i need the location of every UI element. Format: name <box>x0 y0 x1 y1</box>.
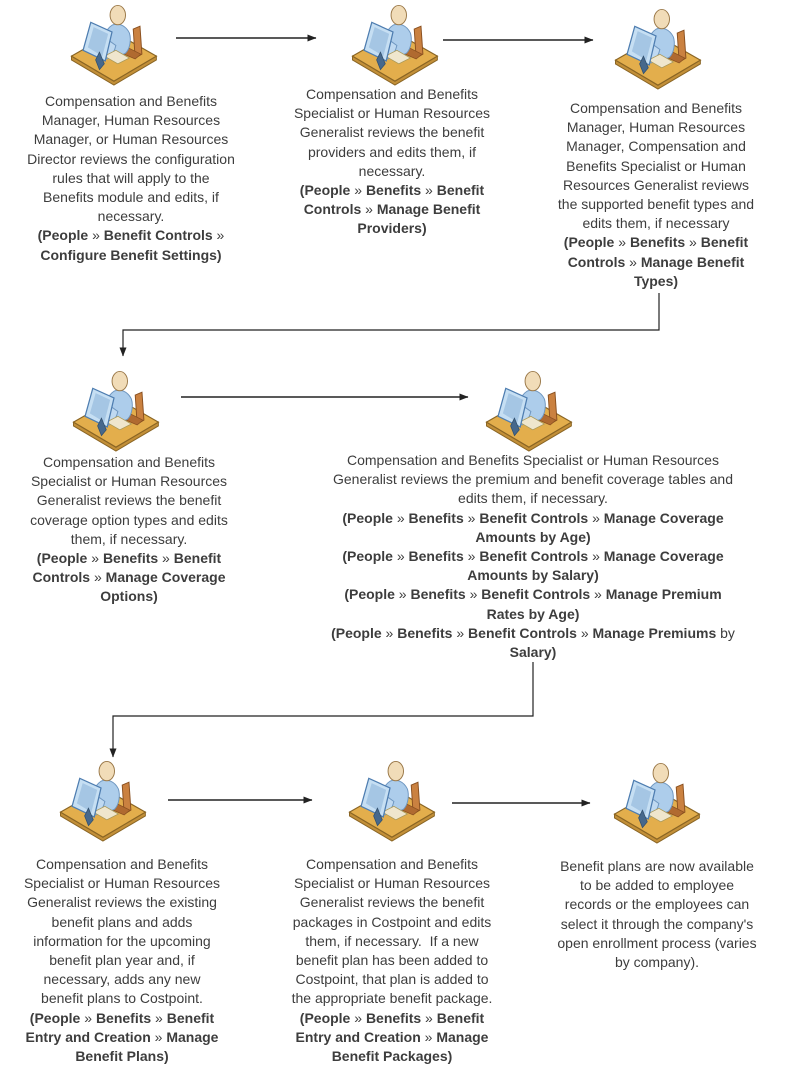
person-at-computer-icon <box>62 4 162 86</box>
person-at-computer-icon <box>605 762 705 844</box>
connector-step3-to-step4 <box>119 293 660 357</box>
person-at-computer-icon <box>606 8 706 90</box>
step-2-text: Compensation and Benefits Specialist or … <box>293 86 491 237</box>
step-6-text: Compensation and Benefits Specialist or … <box>23 856 221 1065</box>
step-1-text: Compensation and Benefits Manager, Human… <box>27 93 235 263</box>
person-at-computer-icon <box>51 760 151 842</box>
person-at-computer-icon <box>343 4 443 86</box>
person-at-computer-icon <box>340 760 440 842</box>
step-7-text: Compensation and Benefits Specialist or … <box>291 856 493 1065</box>
connector-step5-to-step6 <box>109 662 534 758</box>
person-at-computer-icon <box>477 370 577 452</box>
step-5-text: Compensation and Benefits Specialist or … <box>331 452 735 661</box>
person-at-computer-icon <box>64 370 164 452</box>
step-4-text: Compensation and Benefits Specialist or … <box>30 454 228 605</box>
step-8-text: Benefit plans are now available to be ad… <box>557 858 757 971</box>
step-3-text: Compensation and Benefits Manager, Human… <box>557 100 755 289</box>
